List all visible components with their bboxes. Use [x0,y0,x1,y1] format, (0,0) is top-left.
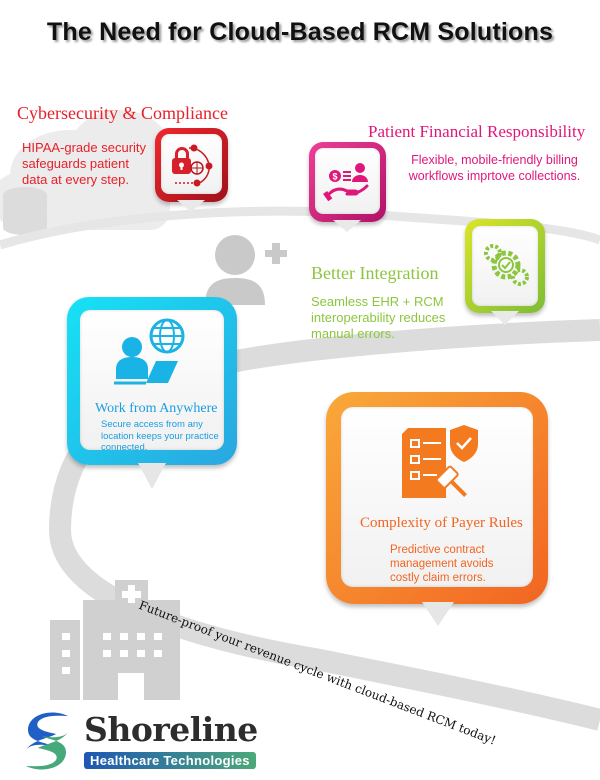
checklist-shield-gavel-icon [402,425,478,498]
logo-name: Shoreline [84,710,258,749]
logo-subtitle: Healthcare Technologies [84,752,256,769]
remote-worker-globe-icon [114,318,185,385]
integration-pin [465,219,545,329]
financial-pin: $ [309,142,386,232]
hospital-icon [50,580,180,700]
integration-description: Seamless EHR + RCM interoperability redu… [311,294,446,341]
payer-pin: Complexity of Payer Rules Predictive con… [326,392,548,626]
cyber-pin [155,128,228,212]
lock-globe-checklist-icon [172,144,213,187]
cloud-database-icon [0,110,175,235]
payer-heading: Complexity of Payer Rules [360,515,523,531]
payer-description: Predictive contract management avoids co… [390,544,494,584]
anywhere-heading: Work from Anywhere [95,401,218,416]
page-title: The Need for Cloud-Based RCM Solutions [46,18,554,46]
doctor-plus-icon [205,235,287,305]
svg-text:$: $ [332,172,337,182]
company-logo: Shoreline Healthcare Technologies [22,708,282,774]
cyber-description: HIPAA-grade security safeguards patient … [22,140,147,187]
cyber-heading: Cybersecurity & Compliance [17,103,228,123]
integration-heading: Better Integration [311,263,439,283]
financial-heading: Patient Financial Responsibility [368,122,586,141]
financial-description: Flexible, mobile-friendly billing workfl… [408,153,581,183]
gears-check-icon [484,244,529,286]
anywhere-description: Secure access from any location keeps yo… [101,419,219,453]
hand-coin-person-icon: $ [323,163,369,202]
anywhere-pin: Work from Anywhere Secure access from an… [67,297,237,492]
shoreline-s-logo-icon [26,712,68,770]
